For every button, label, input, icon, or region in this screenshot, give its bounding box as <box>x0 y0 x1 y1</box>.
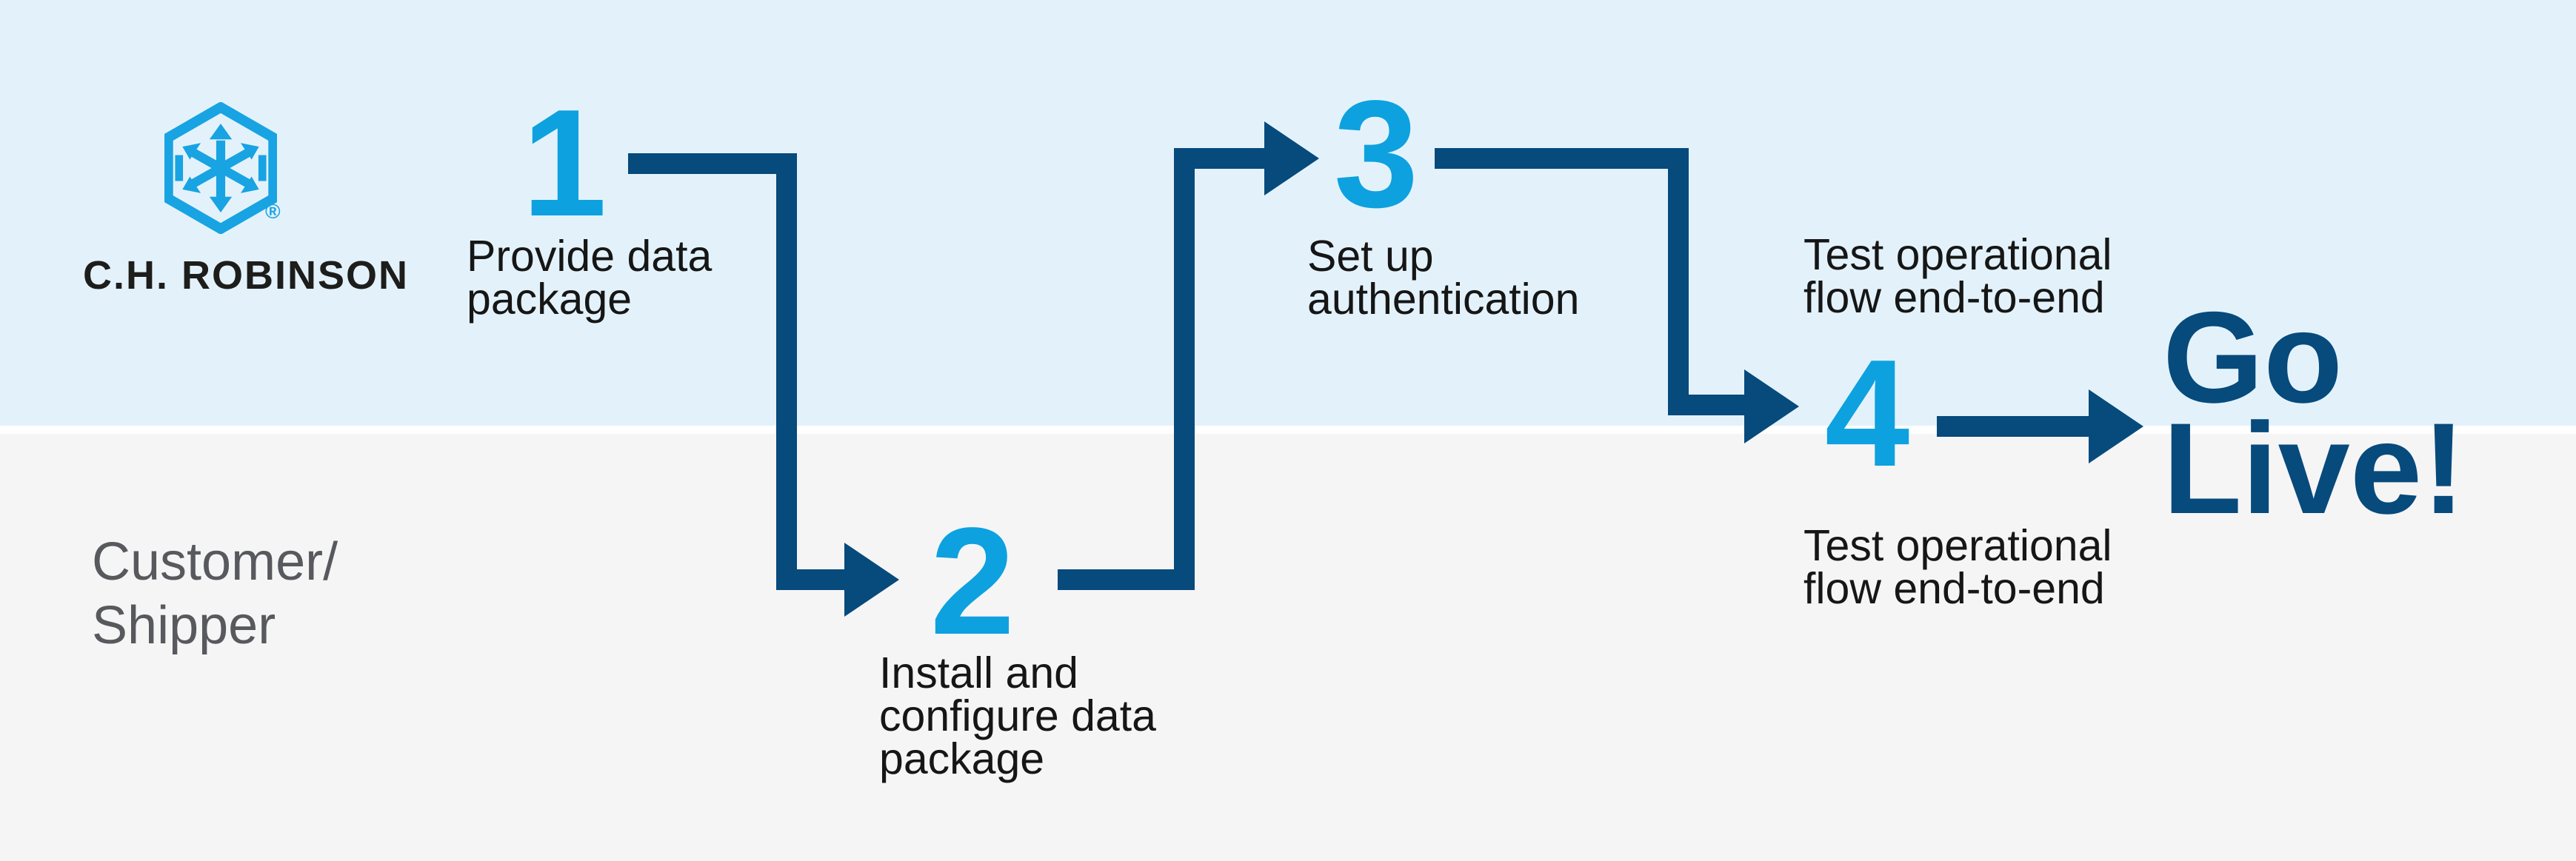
arrow-3-to-4-arrowhead-icon <box>1744 369 1799 443</box>
step-1-label: Provide data package <box>467 232 713 324</box>
chrobinson-logo-icon <box>164 102 277 234</box>
step-1-number: 1 <box>521 78 607 248</box>
step-4-label-below: Test operational flow end-to-end <box>1803 521 2112 613</box>
lane-label-customer-shipper: Customer/ Shipper <box>92 532 338 655</box>
arrow-1-to-2-vertical-segment <box>776 153 797 590</box>
arrow-2-to-3-elbow-segment <box>1058 569 1195 590</box>
go-live-label: Go Live! <box>2163 286 2466 541</box>
step-3-number: 3 <box>1333 69 1419 239</box>
step-2-number: 2 <box>930 496 1015 666</box>
arrow-2-to-3-horizontal-segment <box>1174 148 1264 169</box>
lane-divider <box>0 426 2576 434</box>
registered-trademark-icon: ® <box>265 200 281 223</box>
arrow-1-to-2-elbow-segment <box>776 569 844 590</box>
arrow-3-to-4-elbow-segment <box>1668 395 1744 415</box>
arrow-4-to-golive-horizontal-segment <box>1937 416 2089 437</box>
arrow-4-to-golive-arrowhead-icon <box>2089 389 2143 463</box>
arrow-3-to-4-horizontal-segment <box>1435 148 1689 169</box>
step-4-number: 4 <box>1824 328 1910 498</box>
step-3-label: Set up authentication <box>1307 232 1580 324</box>
arrow-3-to-4-vertical-segment <box>1668 148 1689 415</box>
arrow-1-to-2-arrowhead-icon <box>844 543 899 617</box>
arrow-2-to-3-vertical-segment <box>1174 148 1195 590</box>
lane-chrobinson-band <box>0 0 2576 426</box>
step-4-label-above: Test operational flow end-to-end <box>1803 230 2112 322</box>
step-2-label: Install and configure data package <box>879 649 1156 783</box>
brand-name: C.H. ROBINSON <box>83 253 410 298</box>
lane-customer-band <box>0 434 2576 861</box>
arrow-1-to-2-horizontal-segment <box>628 153 797 174</box>
arrow-2-to-3-arrowhead-icon <box>1264 121 1319 195</box>
